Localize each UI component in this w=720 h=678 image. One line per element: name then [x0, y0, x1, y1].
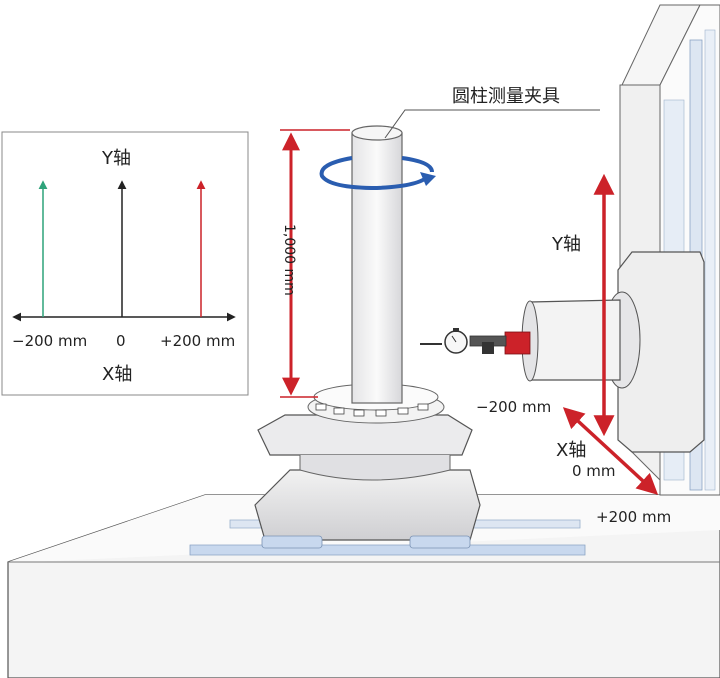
inset-x-axis-label: X轴 — [102, 364, 133, 385]
machine-x-axis-arrow — [562, 407, 659, 495]
callout-leader — [384, 109, 600, 139]
inset-tick-center: 0 — [116, 332, 126, 350]
machine-x-axis-label: X轴 — [556, 440, 587, 461]
rotation-arrow-icon — [319, 156, 436, 191]
cylinder-column — [351, 125, 403, 404]
machine-y-axis-label: Y轴 — [552, 234, 581, 255]
inset-tick-left: −200 mm — [12, 332, 88, 350]
axis-inset-panel — [1, 131, 249, 396]
machine-x-plus-label: +200 mm — [596, 508, 672, 526]
inset-tick-right: +200 mm — [160, 332, 236, 350]
height-dimension — [280, 129, 350, 398]
probe-head — [420, 251, 705, 453]
callout-label: 圆柱测量夹具 — [452, 86, 560, 107]
machine-x-minus-label: −200 mm — [476, 398, 552, 416]
rotary-table — [257, 383, 473, 481]
inset-y-axis-label: Y轴 — [102, 148, 131, 169]
base-foot — [254, 469, 481, 549]
height-dimension-label: 1,000 mm — [281, 224, 297, 296]
machine-x-zero-label: 0 mm — [572, 462, 616, 480]
